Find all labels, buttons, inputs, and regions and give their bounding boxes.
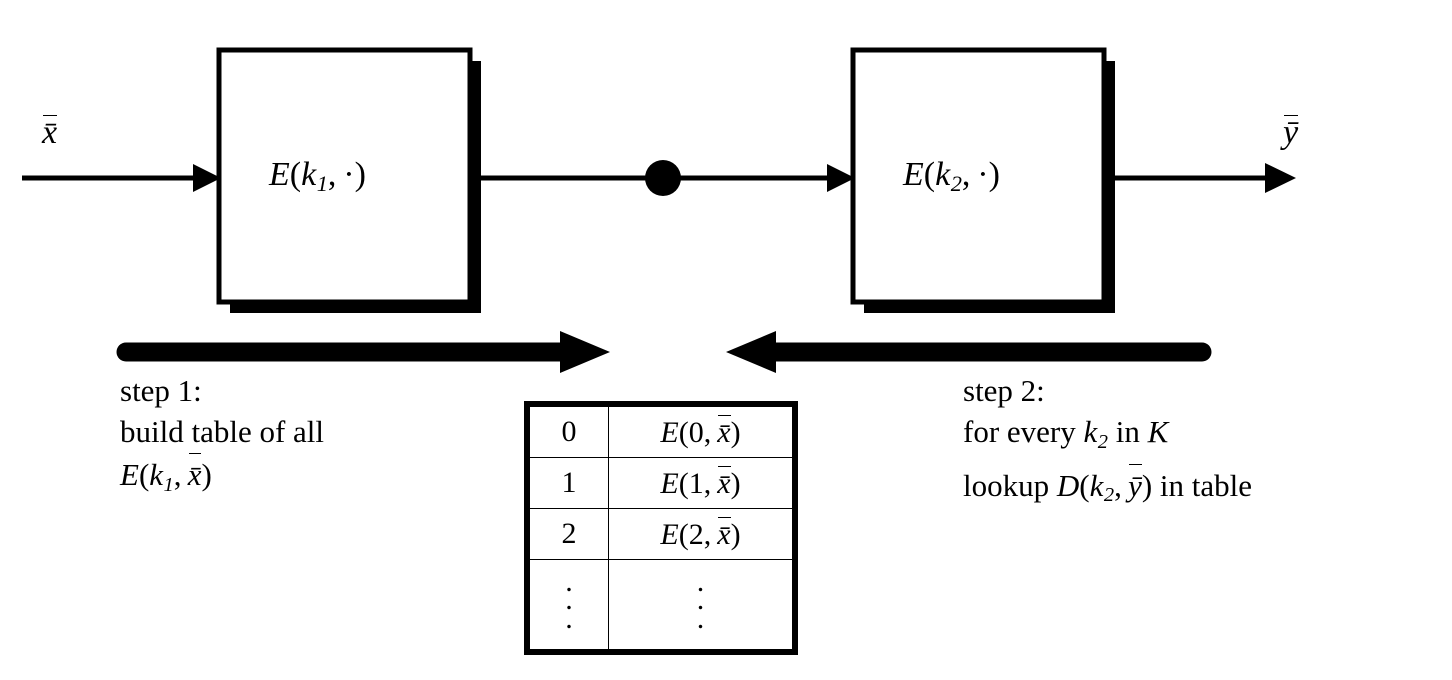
step2-line-1: step 2:	[963, 373, 1045, 408]
table-row: 0 E(0, x̄)	[529, 406, 793, 458]
table-cell-key: 1	[529, 456, 609, 509]
step1-line-3: E(k1, x̄)	[120, 452, 324, 506]
step1-arrow-icon	[116, 331, 610, 373]
output-label: ȳ	[1283, 114, 1299, 152]
table-row-ellipsis: ... ...	[529, 558, 793, 651]
step1-line-2: build table of all	[120, 414, 325, 449]
output-arrowhead-icon	[1265, 163, 1296, 193]
enc1-box[interactable]	[216, 47, 473, 305]
table-row: 1 E(1, x̄)	[529, 456, 793, 509]
table-cell-value: E(1, x̄)	[608, 456, 793, 509]
table-row: 2 E(2, x̄)	[529, 507, 793, 560]
step1-caption: step 1: build table of all E(k1, x̄)	[120, 370, 324, 506]
table-cell-value-ellipsis: ...	[608, 558, 793, 651]
table-cell-key-ellipsis: ...	[529, 558, 609, 651]
table-cell-value: E(0, x̄)	[608, 406, 793, 458]
table-cell-key: 2	[529, 507, 609, 560]
step2-line-2: for every k2 in Κ	[963, 414, 1169, 453]
enc1-label: E(k1, ·)	[269, 156, 366, 197]
step1-line-1: step 1:	[120, 373, 202, 408]
vertical-dots-icon: ...	[696, 564, 705, 635]
vertical-dots-icon: ...	[565, 564, 573, 635]
input-label: x̄	[42, 114, 58, 152]
step2-line-3: lookup D(k2, ȳ) in table	[963, 463, 1252, 517]
table-cell-value: E(2, x̄)	[608, 507, 793, 560]
step2-caption: step 2: for every k2 in Κ lookup D(k2, y…	[963, 370, 1252, 516]
enc2-input-arrowhead-icon	[827, 164, 855, 192]
enc2-label: E(k2, ·)	[903, 156, 1000, 197]
precomputed-table[interactable]: 0 E(0, x̄) 1 E(1, x̄) 2 E(2, x̄)	[524, 401, 798, 655]
input-arrowhead-icon	[193, 164, 221, 192]
table-cell-key: 0	[529, 406, 609, 458]
step2-arrow-icon	[726, 331, 1212, 373]
